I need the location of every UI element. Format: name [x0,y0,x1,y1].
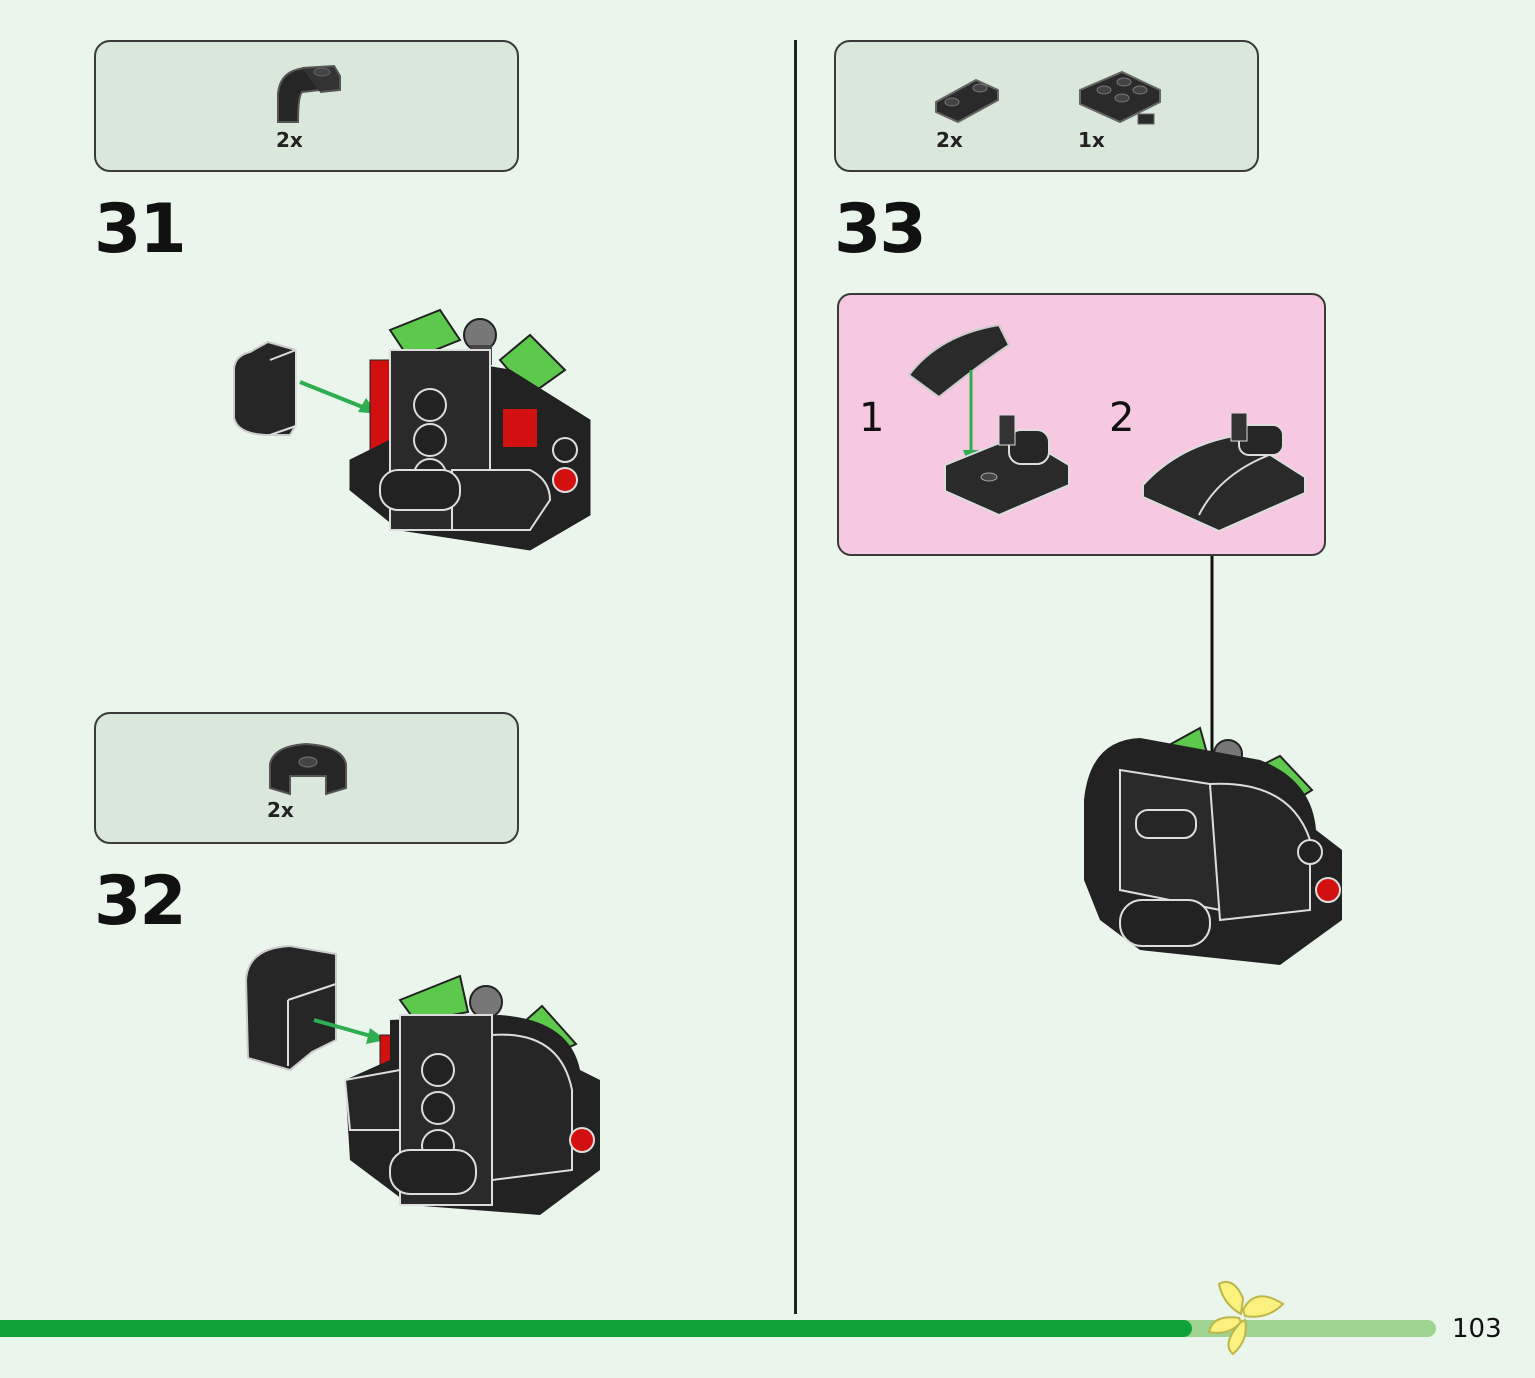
sub-step-2-illustration [1142,412,1306,533]
page-number: 103 [1452,1314,1502,1344]
progress-bar [0,1320,1436,1337]
step-31-assembly-illustration [233,308,591,551]
part-quantity: 2x [267,798,294,822]
sub-step-number-2: 2 [1109,395,1135,441]
column-divider [794,40,797,1314]
sub-assembly-box: 1 2 [837,293,1326,556]
progress-bar-fill [0,1320,1192,1337]
sub-step-number-1: 1 [859,395,885,441]
step-number-31: 31 [94,190,187,269]
part-quantity: 2x [936,128,963,152]
parts-box-step-33: 2x 1x [834,40,1259,172]
black-curved-arch-brick-icon [269,742,347,796]
part-quantity: 1x [1078,128,1105,152]
black-plate-with-bar-icon [1079,70,1161,125]
part-quantity: 2x [276,128,303,152]
black-plate-with-studs-icon [935,78,999,124]
parts-box-step-32: 2x [94,712,519,844]
yellow-butterfly-icon [1207,1280,1285,1356]
step-33-assembly-illustration [1084,726,1342,965]
parts-box-step-31: 2x [94,40,519,172]
black-curved-slope-brick-icon [277,64,341,123]
step-number-33: 33 [834,190,927,269]
step-number-32: 32 [94,862,187,941]
step-32-assembly-illustration [244,944,600,1215]
sub-step-1-illustration [907,323,1070,517]
